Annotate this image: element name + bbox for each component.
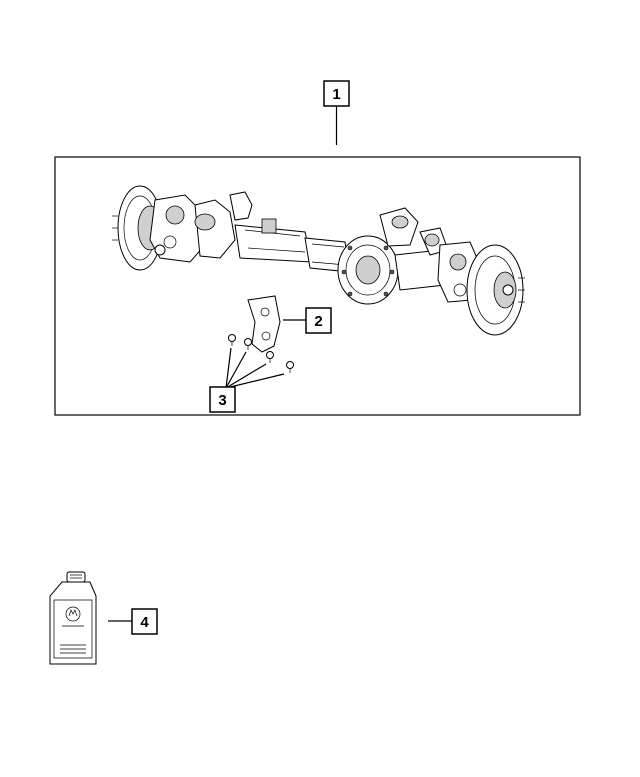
callout-1-label: 1 (332, 86, 340, 103)
mounting-bracket-icon[interactable] (247, 295, 281, 353)
callout-3-leaders (225, 347, 285, 389)
callout-2[interactable]: 2 (305, 307, 332, 334)
callout-4[interactable]: 4 (131, 608, 158, 635)
bolt-icon[interactable] (228, 334, 294, 374)
fluid-bottle-icon[interactable] (49, 571, 97, 665)
callout-1[interactable]: 1 (323, 80, 350, 107)
front-axle-assembly-icon[interactable] (112, 185, 525, 336)
callout-4-label: 4 (140, 614, 149, 631)
callout-2-label: 2 (314, 313, 322, 330)
callout-3-label: 3 (218, 392, 226, 409)
callout-3[interactable]: 3 (209, 386, 236, 413)
assembly-frame (54, 156, 581, 416)
